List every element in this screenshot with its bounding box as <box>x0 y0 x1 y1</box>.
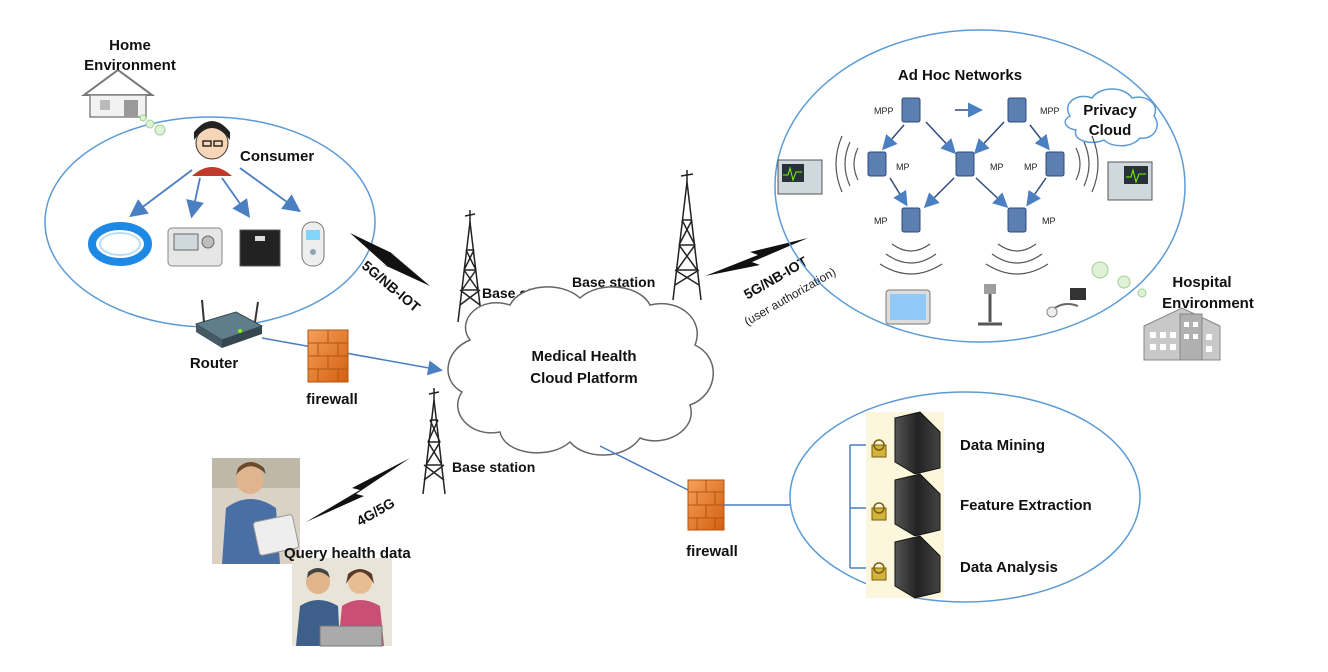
user-tablet-photo <box>212 458 300 564</box>
analysis-item-feature-extraction: Feature Extraction <box>960 497 1092 514</box>
mesh-node-mp-bottom-right: MP <box>1007 207 1056 233</box>
base-station-label-3: Base station <box>452 459 535 475</box>
home-environment-group: Home Environment Consumer <box>44 37 443 408</box>
base-station-tower-2 <box>672 170 702 301</box>
thought-bubbles-hospital <box>1091 261 1147 298</box>
mesh-node-mp-right: MP <box>1024 151 1065 177</box>
base-station-label-2: Base station <box>572 274 655 290</box>
query-label: Query health data <box>284 545 411 562</box>
hospital-group: Ad Hoc Networks Privacy Cloud MPP MPP <box>774 29 1254 361</box>
privacy-cloud: Privacy Cloud <box>1064 88 1158 147</box>
mesh-node-mp-bottom-left: MP <box>874 207 921 233</box>
medical-monitor-right-icon <box>1107 161 1153 201</box>
server-icon-2 <box>866 473 944 537</box>
network-title: Ad Hoc Networks <box>898 67 1022 84</box>
consumer-icon <box>192 121 232 176</box>
tablet-device-icon <box>885 289 931 325</box>
firewall-icon-home <box>307 329 349 383</box>
portable-device-icon <box>1046 288 1086 318</box>
mesh-node-mp-left: MP <box>867 151 910 177</box>
node-label-mp-bottom-left: MP <box>874 216 888 226</box>
hospital-building-icon <box>1143 307 1221 361</box>
query-link-label: 4G/5G <box>354 494 398 529</box>
server-icon-1 <box>866 411 944 475</box>
home-title-line1: Home <box>109 37 151 54</box>
server-icon-3 <box>866 535 944 599</box>
analysis-ellipse <box>789 391 1141 603</box>
mesh-node-mpp-right: MPP <box>1007 97 1060 123</box>
privacy-cloud-line1: Privacy <box>1083 102 1137 119</box>
hospital-env-line2: Environment <box>1162 295 1254 312</box>
hospital-env-line1: Hospital <box>1172 274 1231 291</box>
medical-monitor-left-icon <box>777 159 823 195</box>
node-label-mp-center: MP <box>990 162 1004 172</box>
elderly-couple-photo <box>292 558 392 647</box>
medical-stand-icon <box>978 284 1002 326</box>
mesh-node-mpp-left: MPP <box>874 97 921 123</box>
analysis-item-data-analysis: Data Analysis <box>960 559 1058 576</box>
base-station-tower-1 <box>457 210 483 323</box>
router-to-cloud-line <box>261 337 443 376</box>
lightning-bolt-hospital <box>705 238 808 276</box>
wearable-band-icon <box>88 222 152 266</box>
firewall-icon-analysis <box>687 479 725 531</box>
node-label-mpp-left: MPP <box>874 106 894 116</box>
analysis-item-data-mining: Data Mining <box>960 437 1045 454</box>
thought-bubbles-home <box>139 114 166 136</box>
signal-waves <box>835 135 1099 275</box>
consumer-arrows <box>129 167 301 219</box>
mesh-arrows <box>882 102 1050 209</box>
node-label-mpp-right: MPP <box>1040 106 1060 116</box>
node-label-mp-bottom-right: MP <box>1042 216 1056 226</box>
house-icon <box>80 68 156 118</box>
cloud-label-line2: Cloud Platform <box>530 370 638 387</box>
blood-pressure-monitor-icon <box>167 227 223 267</box>
node-label-mp-right: MP <box>1024 162 1038 172</box>
cloud-label-line1: Medical Health <box>531 348 636 365</box>
cloud-platform: Medical Health Cloud Platform <box>447 286 714 456</box>
cloud-to-firewall-line <box>599 445 689 491</box>
mesh-node-mp-center: MP <box>955 151 1004 177</box>
query-group: Query health data <box>212 458 411 647</box>
lightning-bolt-home <box>350 233 430 286</box>
glucose-meter-icon <box>301 221 325 267</box>
analysis-bracket <box>849 444 868 569</box>
router-icon <box>194 299 264 348</box>
hospital-ellipse <box>774 29 1186 343</box>
consumer-label: Consumer <box>240 148 314 165</box>
analysis-group: Data Mining Feature Extraction Data Anal… <box>789 391 1141 603</box>
firewall-label-analysis: firewall <box>686 543 738 560</box>
body-scale-icon <box>239 229 281 267</box>
router-label: Router <box>190 355 238 372</box>
firewall-label-home: firewall <box>306 391 358 408</box>
base-station-tower-3 <box>422 388 446 495</box>
node-label-mp-left: MP <box>896 162 910 172</box>
privacy-cloud-line2: Cloud <box>1089 122 1132 139</box>
lightning-bolt-query <box>306 458 410 522</box>
home-title-line2: Environment <box>84 57 176 74</box>
